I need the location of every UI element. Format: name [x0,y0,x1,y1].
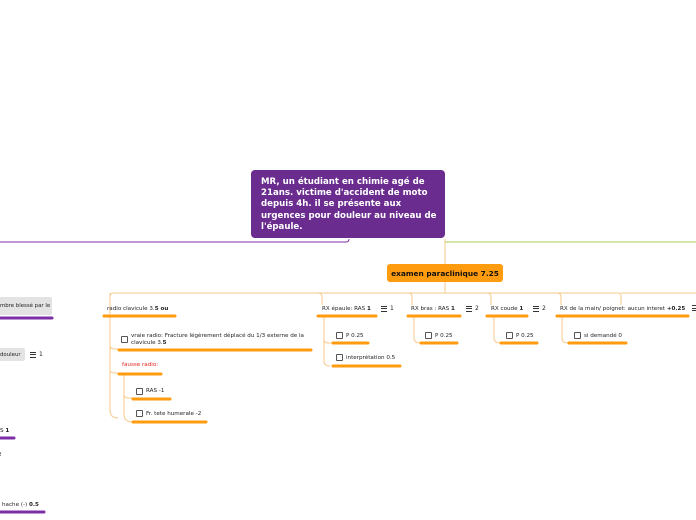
topic-rx-coude[interactable]: RX coude 1 [491,306,524,312]
subtopic-count-coude[interactable]: 2 [531,305,546,312]
subtopic-count-douleur[interactable]: 1 [28,351,43,358]
list-icon [379,305,387,312]
left-topic-membre-blesse[interactable]: mbre blessé par le [0,297,52,315]
topic-fausse-radio[interactable]: fausse radio: [122,362,159,368]
checkbox[interactable] [136,410,143,417]
checkbox[interactable] [506,332,513,339]
checkbox[interactable] [121,336,128,343]
list-icon [28,351,36,358]
branch-examen-paraclinique[interactable]: examen paraclinique 7.25 [387,264,503,282]
checkbox[interactable] [425,332,432,339]
list-icon [464,305,472,312]
checkbox[interactable] [136,388,143,395]
subtopic-count-bras[interactable]: 2 [464,305,479,312]
subtopic-count-epaule[interactable]: 1 [379,305,394,312]
branch-label: examen paraclinique 7.25 [391,268,499,278]
left-topic-hache[interactable]: hache (-) 0.5 [2,502,39,508]
topic-radio-clavicule[interactable]: radio clavicule 3.5 ou [107,306,169,312]
subtopic-count-main[interactable] [690,305,696,311]
topic-ras-minus-1[interactable]: RAS -1 [146,388,165,394]
topic-vraie-radio[interactable]: vraie radio: Fracture légèrement déplacé… [131,333,304,346]
topic-p025-epaule[interactable]: P 0.25 [346,333,364,339]
central-topic-text: MR, un étudiant en chimie agé de 21ans. … [261,177,437,232]
central-topic[interactable]: MR, un étudiant en chimie agé de 21ans. … [251,170,445,238]
topic-p025-bras[interactable]: P 0.25 [435,333,453,339]
left-branch-line [0,238,350,243]
topic-rx-bras[interactable]: RX bras : RAS 1 [411,306,455,312]
left-topic-fragment-s1[interactable]: S 1 [0,428,10,434]
topic-si-demande[interactable]: si demandé 0 [584,333,622,339]
checkbox[interactable] [336,332,343,339]
topic-rx-epaule[interactable]: RX épaule: RAS 1 [322,306,371,312]
topic-interpretation[interactable]: interprétation 0.5 [346,355,396,361]
checkbox[interactable] [574,332,581,339]
checkbox[interactable] [336,354,343,361]
left-topic-fragment-2[interactable]: 2 [0,452,2,459]
left-topic-douleur[interactable]: douleur [0,348,25,361]
list-icon [690,305,696,311]
topic-rx-main-poignet[interactable]: RX de la main/ poignet: aucun interet +0… [560,306,686,312]
topic-p025-coude[interactable]: P 0.25 [516,333,534,339]
list-icon [531,305,539,312]
topic-fr-tete-humerale[interactable]: Fr. tete humerale -2 [146,411,202,417]
